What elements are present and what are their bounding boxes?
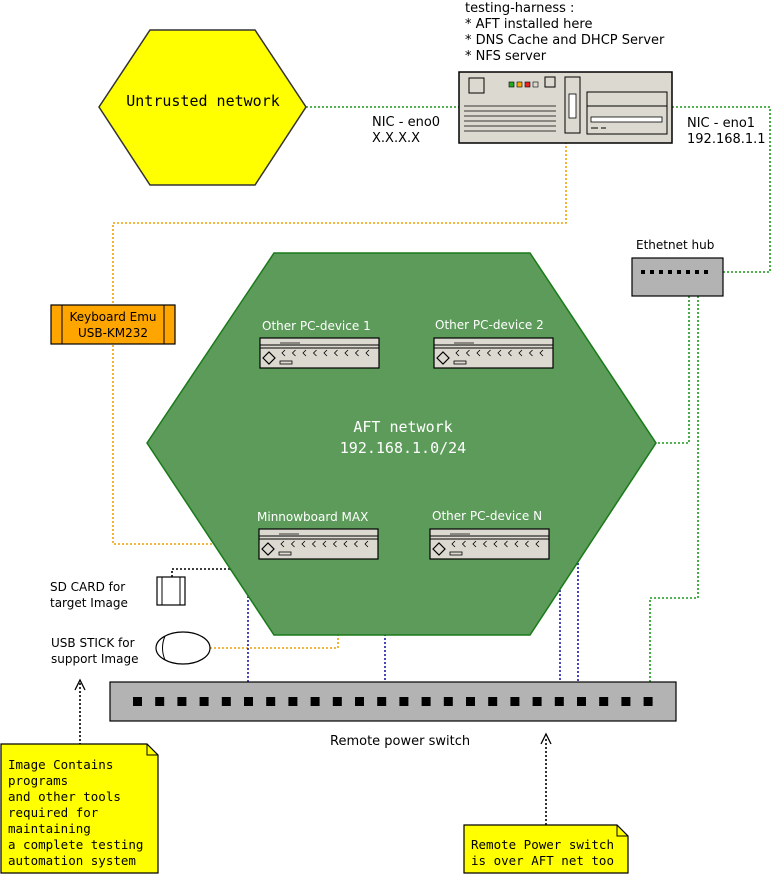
power-port — [377, 697, 387, 706]
power-port — [577, 697, 586, 706]
pcn-label: Other PC-device N — [432, 509, 542, 523]
arrow-head-power — [540, 732, 552, 745]
nic0-name: NIC - eno0 — [372, 115, 440, 130]
server-line-1: * AFT installed here — [465, 17, 592, 32]
note-image-line-3: and other tools — [8, 789, 121, 804]
aft-network-subnet: 192.168.1.0/24 — [340, 439, 466, 457]
usbstick-line2: support Image — [51, 652, 138, 666]
power-port — [599, 697, 609, 706]
power-switch-ports — [133, 697, 653, 706]
note-power-line-2: is over AFT net too — [471, 853, 614, 868]
pc2-device-icon — [433, 337, 554, 369]
server-icon — [458, 71, 673, 144]
note-image-line-5: maintaining — [8, 821, 91, 836]
nic0-addr: X.X.X.X — [372, 131, 420, 146]
sdcard-icon — [156, 576, 186, 606]
link-server-keyboard-minnow — [112, 142, 567, 545]
nic1-addr: 192.168.1.1 — [687, 132, 766, 147]
sdcard-line2: target Image — [50, 596, 128, 610]
server-title: testing-harness : — [465, 1, 574, 16]
minnow-device-icon — [258, 528, 379, 560]
devices-layer — [258, 337, 554, 560]
power-port — [466, 697, 475, 706]
power-port — [288, 697, 298, 706]
note-power-line-1: Remote Power switch — [471, 837, 614, 852]
server-line-2: * DNS Cache and DHCP Server — [465, 33, 665, 48]
hub-label: Ethetnet hub — [636, 238, 714, 252]
power-port — [244, 697, 253, 706]
power-port — [133, 697, 142, 706]
link-hub-power — [649, 272, 699, 700]
sdcard-line1: SD CARD for — [50, 580, 125, 594]
minnow-label: Minnowboard MAX — [257, 510, 368, 524]
pc1-device-icon — [259, 337, 380, 369]
power-port — [399, 697, 409, 706]
power-port — [510, 697, 520, 706]
power-port — [199, 697, 209, 706]
keyboard-emu-box — [50, 304, 176, 345]
untrusted-network-label: Untrusted network — [126, 92, 280, 110]
keyboard-emu-line1: Keyboard Emu — [69, 310, 156, 324]
power-port — [554, 697, 564, 706]
hub-box — [631, 257, 724, 297]
link-hub-aftnet — [656, 272, 690, 444]
keyboard-emu-line2: USB-KM232 — [78, 326, 148, 340]
untrusted-network-shape — [98, 29, 307, 186]
pc1-label: Other PC-device 1 — [262, 319, 371, 333]
note-image-line-1: Image Contains — [8, 757, 113, 772]
pc2-label: Other PC-device 2 — [435, 318, 544, 332]
power-port — [532, 697, 542, 706]
usbstick-icon — [155, 631, 211, 665]
arrow-head-usb — [74, 678, 86, 691]
power-port — [310, 697, 320, 706]
link-server-hub — [672, 106, 771, 273]
nic1-name: NIC - eno1 — [687, 116, 755, 131]
power-port — [355, 697, 364, 706]
note-image-line-6: a complete testing — [8, 837, 143, 852]
power-switch-label: Remote power switch — [330, 734, 470, 749]
note-image-line-7: automation system — [8, 853, 136, 868]
usbstick-line1: USB STICK for — [51, 636, 135, 650]
power-port — [643, 697, 653, 706]
aft-network-name: AFT network — [353, 418, 452, 436]
hub-ports — [641, 270, 708, 274]
power-port — [177, 697, 187, 706]
note-image-line-2: programs — [8, 773, 68, 788]
power-switch-box — [109, 681, 677, 722]
power-port — [221, 697, 231, 706]
power-port — [332, 697, 342, 706]
power-port — [421, 697, 431, 706]
power-port — [443, 697, 453, 706]
power-port — [266, 697, 276, 706]
power-port — [621, 697, 631, 706]
link-usb-minnow — [210, 560, 339, 649]
power-port — [155, 697, 165, 706]
note-image-box — [0, 743, 159, 874]
server-line-3: * NFS server — [465, 49, 547, 64]
power-port — [488, 697, 498, 706]
note-image-line-4: required for — [8, 805, 99, 820]
pcn-device-icon — [429, 528, 550, 560]
note-power-box — [463, 824, 629, 874]
